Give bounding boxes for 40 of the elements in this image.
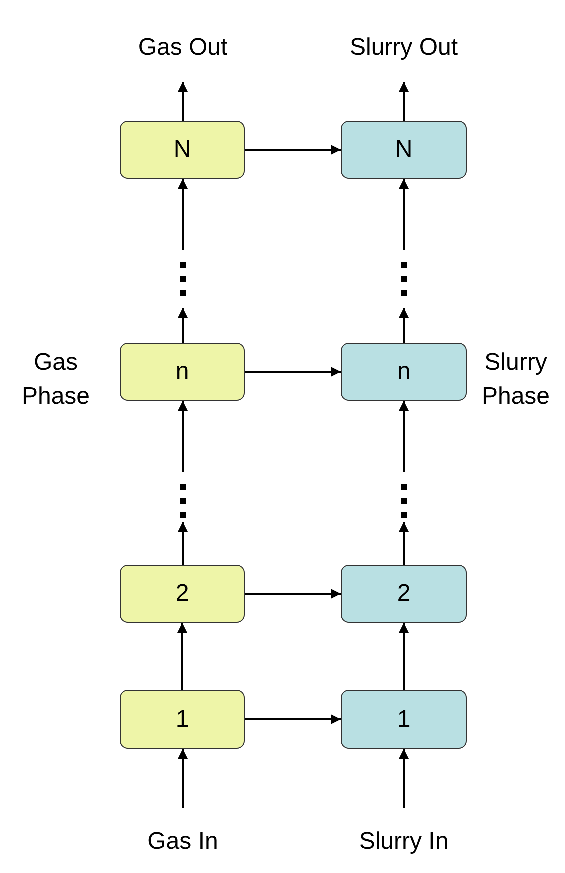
stage-box (120, 565, 245, 623)
arrow (399, 401, 409, 472)
stage-box (341, 343, 467, 401)
stream-label: Slurry In (359, 827, 449, 857)
stage-box (341, 121, 467, 179)
arrow (178, 623, 188, 690)
arrow (245, 589, 341, 599)
arrow (245, 714, 341, 724)
arrow (245, 145, 341, 155)
stage-box (120, 690, 245, 749)
stage-number: N (395, 135, 413, 165)
arrow (178, 179, 188, 250)
arrow (399, 179, 409, 250)
stage-number: 1 (176, 704, 190, 734)
stage-number: N (174, 135, 192, 165)
stream-label: Gas Out (138, 33, 228, 63)
arrow (178, 82, 188, 121)
stream-label: Slurry Out (350, 33, 458, 63)
arrow (399, 749, 409, 808)
stage-box (120, 121, 245, 179)
stage-box (120, 343, 245, 401)
arrow (399, 308, 409, 343)
stage-box (341, 565, 467, 623)
arrow (399, 623, 409, 690)
arrow (178, 522, 188, 565)
arrow (178, 749, 188, 808)
phase-label: Slurry Phase (480, 348, 552, 412)
stage-number: 1 (397, 704, 411, 734)
arrow (178, 401, 188, 472)
stage-number: n (397, 357, 411, 387)
arrow (178, 308, 188, 343)
arrow (245, 367, 341, 377)
stage-number: n (176, 357, 190, 387)
stage-number: 2 (176, 579, 190, 609)
stage-number: 2 (397, 579, 411, 609)
phase-label: Gas Phase (20, 348, 92, 412)
stream-label: Gas In (148, 827, 218, 857)
arrow (399, 522, 409, 565)
stage-box (341, 690, 467, 749)
arrow (399, 82, 409, 121)
